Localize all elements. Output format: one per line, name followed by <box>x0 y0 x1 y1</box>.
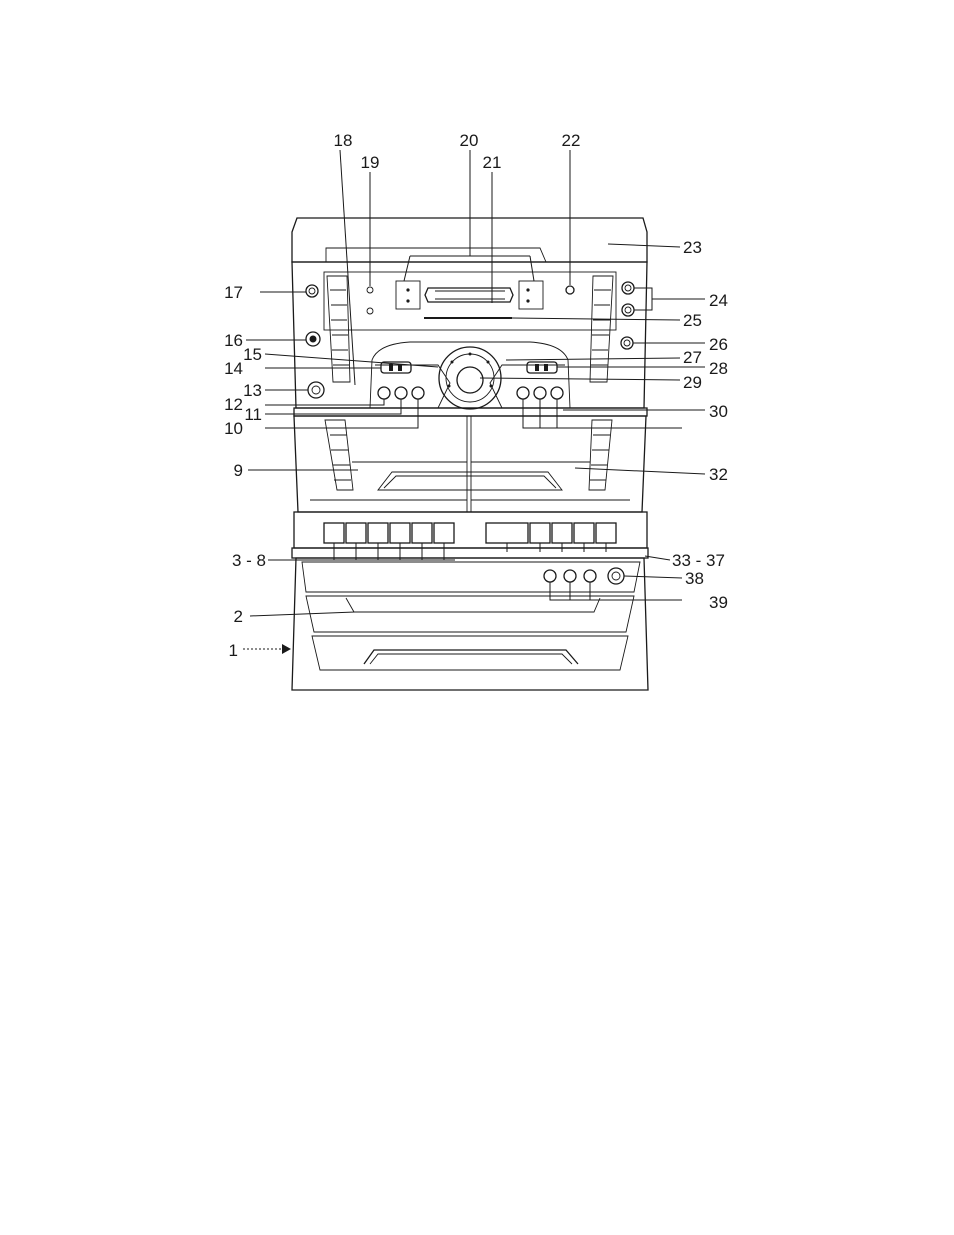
deck-b-button-2[interactable] <box>533 386 547 400</box>
button-34[interactable] <box>529 522 551 544</box>
button-3[interactable] <box>323 522 345 544</box>
button-7[interactable] <box>411 522 433 544</box>
sensor-22 <box>565 285 575 295</box>
label-32: 32 <box>709 465 728 484</box>
switch-28[interactable] <box>526 361 558 374</box>
label-10: 10 <box>224 419 243 438</box>
upper-panel <box>291 261 648 410</box>
label-11: 11 <box>244 405 262 424</box>
left-grille <box>326 275 351 383</box>
button-6[interactable] <box>389 522 411 544</box>
indicator-18 <box>366 307 374 315</box>
label-28: 28 <box>709 359 728 378</box>
label-13: 13 <box>243 381 262 400</box>
label-9: 9 <box>234 461 243 480</box>
base-section <box>291 547 649 691</box>
label-16: 16 <box>224 331 243 350</box>
stereo-unit <box>291 217 649 691</box>
label-20: 20 <box>460 131 479 150</box>
label-21: 21 <box>483 153 502 172</box>
cassette-deck-a <box>310 419 467 501</box>
label-23: 23 <box>683 238 702 257</box>
deck-a-button-2[interactable] <box>394 386 408 400</box>
input-jack-1[interactable] <box>543 569 557 583</box>
button-4[interactable] <box>345 522 367 544</box>
label-29: 29 <box>683 373 702 392</box>
button-35[interactable] <box>551 522 573 544</box>
label-33-37: 33 - 37 <box>672 551 725 570</box>
label-30: 30 <box>709 402 728 421</box>
deck-a-button-3[interactable] <box>411 386 425 400</box>
indicator-19 <box>366 286 374 294</box>
button-36[interactable] <box>573 522 595 544</box>
label-17: 17 <box>224 283 243 302</box>
label-15: 15 <box>243 345 262 364</box>
cassette-deck-b <box>471 419 630 501</box>
button-16[interactable] <box>305 331 321 347</box>
button-24-top[interactable] <box>621 281 635 295</box>
label-26: 26 <box>709 335 728 354</box>
mic-jack-38[interactable] <box>607 567 625 585</box>
label-2: 2 <box>234 607 243 626</box>
deck-b-button-1[interactable] <box>516 386 530 400</box>
label-25: 25 <box>683 311 702 330</box>
button-26[interactable] <box>620 336 634 350</box>
button-8[interactable] <box>433 522 455 544</box>
button-5[interactable] <box>367 522 389 544</box>
label-18: 18 <box>334 131 353 150</box>
control-cluster <box>369 341 571 409</box>
deck-b-button-3[interactable] <box>550 386 564 400</box>
display-area <box>395 280 544 319</box>
button-33[interactable] <box>485 522 529 544</box>
right-grille <box>589 275 614 383</box>
button-row <box>293 511 648 549</box>
input-jack-3[interactable] <box>583 569 597 583</box>
label-39: 39 <box>709 593 728 612</box>
deck-a-button-1[interactable] <box>377 386 391 400</box>
button-24-bottom[interactable] <box>621 303 635 317</box>
label-38: 38 <box>685 569 704 588</box>
label-3-8: 3 - 8 <box>232 551 266 570</box>
label-19: 19 <box>361 153 380 172</box>
callout-labels: 18 19 20 21 22 23 24 25 26 27 28 29 30 3… <box>224 131 728 660</box>
label-24: 24 <box>709 291 728 310</box>
label-22: 22 <box>562 131 581 150</box>
input-jack-2[interactable] <box>563 569 577 583</box>
cassette-section <box>293 415 647 513</box>
label-14: 14 <box>224 359 243 378</box>
button-17[interactable] <box>305 284 319 298</box>
label-27: 27 <box>683 348 702 367</box>
label-12: 12 <box>224 395 243 414</box>
button-37[interactable] <box>595 522 617 544</box>
cassette-door-handle[interactable] <box>377 471 563 491</box>
headphone-jack-13[interactable] <box>307 381 325 399</box>
label-1: 1 <box>229 641 238 660</box>
leader-lines <box>243 149 706 654</box>
